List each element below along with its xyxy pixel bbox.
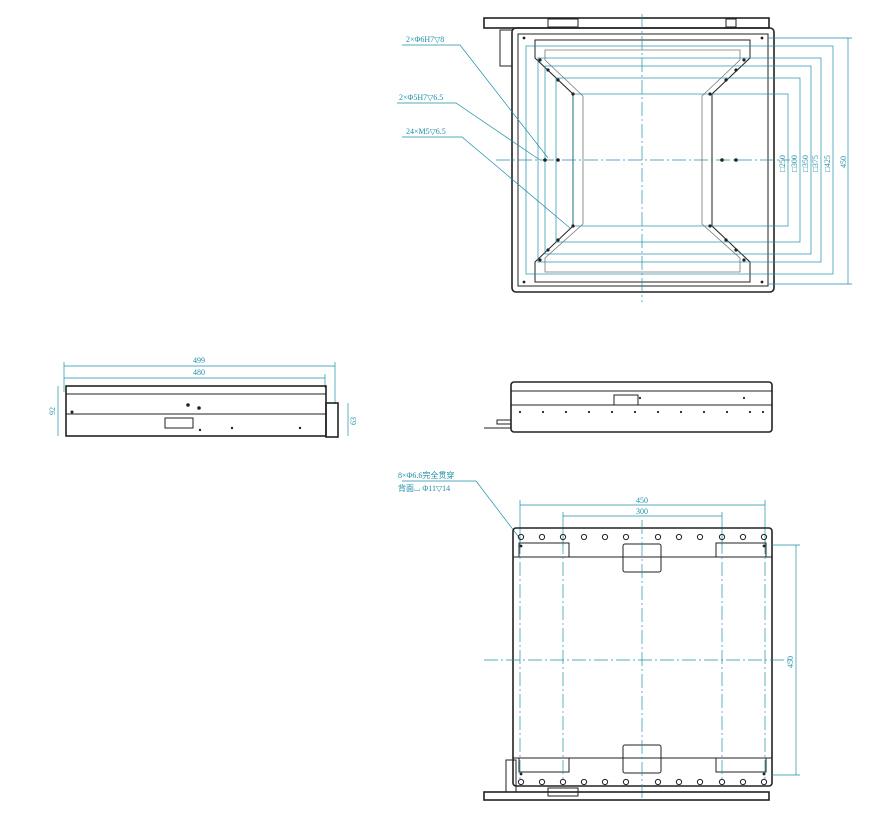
- front-handle: [164, 417, 194, 429]
- square-300: [555, 77, 801, 243]
- bottom-rail-clamp: [547, 787, 579, 797]
- dim-499: 499: [193, 356, 205, 365]
- dim-450-bottom: 450: [636, 496, 648, 505]
- slot-br: [715, 757, 767, 773]
- dim-63: 63: [349, 417, 358, 425]
- rail-clamp-right: [725, 18, 737, 28]
- dim-450-right: 450: [786, 656, 795, 668]
- rail-clamp-left: [547, 18, 579, 28]
- square-375: [537, 57, 822, 263]
- cross-pocket: [534, 39, 751, 283]
- square-425: [525, 45, 834, 275]
- leader-2: [397, 102, 541, 161]
- slot-tr: [715, 542, 767, 558]
- bottom-hole-row-top: [517, 533, 768, 548]
- front-side-block: [325, 402, 339, 438]
- side-body: [510, 381, 773, 433]
- cross-pocket-inner: [544, 49, 741, 273]
- leader-1: [402, 44, 549, 159]
- bottom-body: [512, 527, 773, 787]
- dim-480: 480: [193, 368, 205, 377]
- square-250: [572, 93, 789, 227]
- dim-375: □375: [811, 155, 820, 172]
- dim-250: □250: [778, 155, 787, 172]
- side-holes: [518, 396, 765, 414]
- top-view: 2×Φ6H7▽8 2×Φ5H7▽6.5 24×M5▽6.5 □250 □300 …: [397, 14, 852, 302]
- side-bracket: [499, 29, 513, 67]
- bottom-rail: [483, 791, 770, 801]
- front-view: 499 480 92 63: [48, 356, 358, 438]
- dim-300: □300: [790, 155, 799, 172]
- callout-3: 24×M5▽6.5: [406, 127, 446, 136]
- dim-425: □425: [823, 155, 832, 172]
- leader-4: [402, 480, 522, 541]
- dim-450: 450: [839, 156, 848, 168]
- side-rail-stub: [496, 419, 512, 425]
- side-view: [484, 381, 773, 433]
- mounting-holes: [522, 36, 764, 284]
- callout-1: 2×Φ6H7▽8: [406, 35, 444, 44]
- slot-tl: [518, 542, 570, 558]
- dim-350: □350: [801, 155, 810, 172]
- callout-4: 8×Φ6.6完全贯穿: [398, 470, 454, 480]
- bottom-side-bracket: [505, 759, 517, 793]
- bottom-view: 8×Φ6.6完全贯穿 背面⌴ Φ11▽14 450 300 450: [398, 470, 800, 801]
- side-handle: [613, 394, 639, 406]
- callout-2: 2×Φ5H7▽6.5: [399, 93, 443, 102]
- leader-3: [402, 136, 571, 229]
- callout-5: 背面⌴ Φ11▽14: [398, 483, 450, 493]
- bottom-hole-row-bottom: [517, 772, 768, 786]
- dim-300-bottom: 300: [636, 507, 648, 516]
- dim-92: 92: [48, 407, 57, 415]
- slot-bl: [518, 757, 570, 773]
